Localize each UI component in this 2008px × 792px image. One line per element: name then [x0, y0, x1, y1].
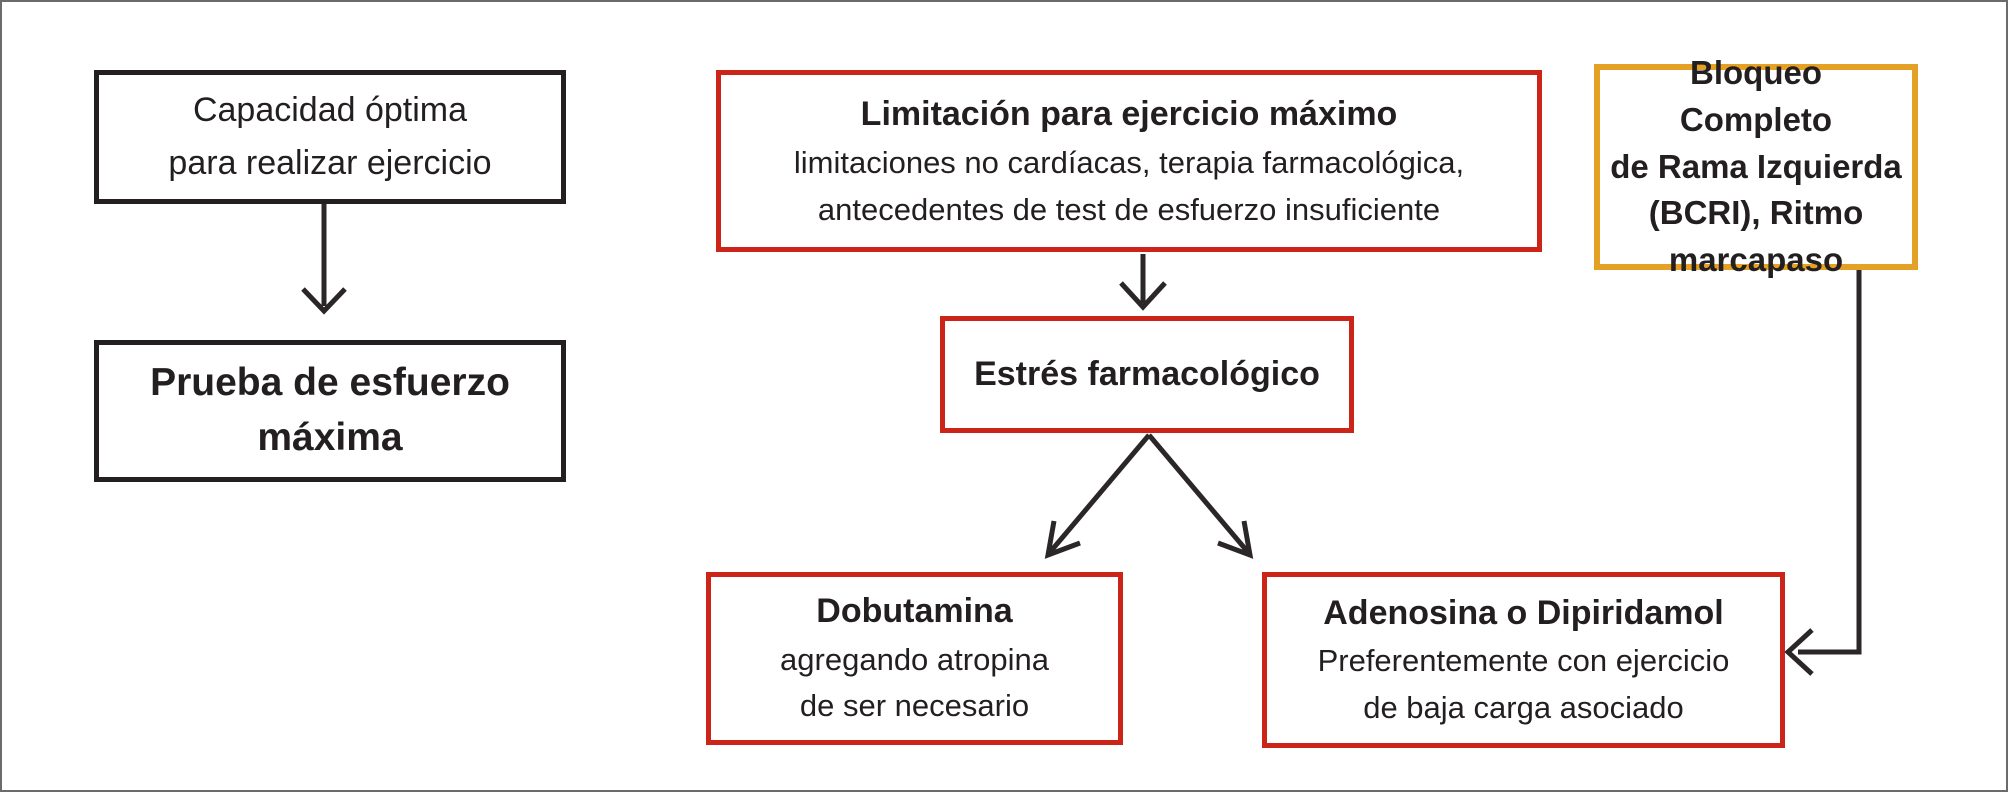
node-prueba-esfuerzo-maxima-label: Prueba de esfuerzo máxima — [150, 361, 510, 459]
node-bloqueo-completo-bcri-label: Bloqueo Completo de Rama Izquierda (BCRI… — [1610, 53, 1902, 279]
node-dobutamina-title: Dobutamina — [816, 592, 1013, 631]
node-bloqueo-completo-bcri: Bloqueo Completo de Rama Izquierda (BCRI… — [1594, 54, 1918, 278]
node-estres-farmacologico-label: Estrés farmacológico — [974, 355, 1320, 394]
node-adenosina-body: Preferentemente con ejercicio de baja ca… — [1317, 643, 1730, 725]
node-estres-farmacologico: Estrés farmacológico — [940, 316, 1354, 433]
node-dobutamina: Dobutamina agregando atropina de ser nec… — [706, 572, 1123, 745]
node-adenosina-title: Adenosina o Dipiridamol — [1323, 593, 1724, 632]
arrow-limitacion-to-estres — [1119, 254, 1167, 311]
arrow-bloqueo-to-adenosina — [1784, 270, 1862, 676]
node-capacidad-optima: Capacidad óptima para realizar ejercicio — [94, 70, 566, 204]
node-capacidad-optima-label: Capacidad óptima para realizar ejercicio — [168, 91, 492, 182]
node-dobutamina-body: agregando atropina de ser necesario — [780, 641, 1049, 724]
arrow-estres-to-adenosina — [1147, 433, 1254, 559]
node-prueba-esfuerzo-maxima: Prueba de esfuerzo máxima — [94, 340, 566, 482]
node-adenosina-dipiridamol: Adenosina o Dipiridamol Preferentemente … — [1262, 572, 1785, 748]
node-limitacion-body: limitaciones no cardíacas, terapia farma… — [793, 145, 1465, 227]
arrow-capacidad-to-prueba — [301, 204, 347, 315]
node-limitacion-ejercicio-maximo: Limitación para ejercicio máximo limitac… — [716, 70, 1542, 252]
node-limitacion-title: Limitación para ejercicio máximo — [860, 95, 1398, 133]
arrow-estres-to-dobutamina — [1044, 433, 1151, 559]
